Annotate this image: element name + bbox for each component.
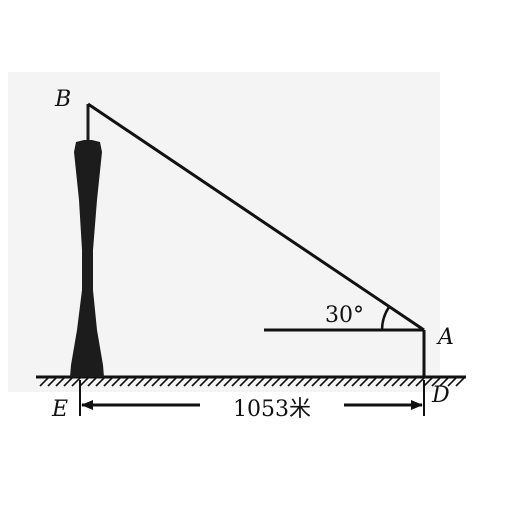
ground-hatching <box>39 377 465 387</box>
hatch-mark <box>311 377 321 387</box>
hatch-mark <box>159 377 169 387</box>
hatch-mark <box>183 377 193 387</box>
hatch-mark <box>39 377 49 387</box>
hatch-mark <box>103 377 113 387</box>
hatch-mark <box>319 377 329 387</box>
angle-arc <box>380 306 391 331</box>
hatch-mark <box>343 377 353 387</box>
ground <box>36 375 466 387</box>
hatch-mark <box>407 377 417 387</box>
hatch-mark <box>47 377 57 387</box>
hatch-mark <box>255 377 265 387</box>
hatch-mark <box>263 377 273 387</box>
hatch-mark <box>247 377 257 387</box>
hatch-mark <box>399 377 409 387</box>
hatch-mark <box>287 377 297 387</box>
hatch-mark <box>191 377 201 387</box>
hatch-mark <box>295 377 305 387</box>
hatch-mark <box>135 377 145 387</box>
hatch-mark <box>359 377 369 387</box>
hatch-mark <box>71 377 81 387</box>
hatch-mark <box>55 377 65 387</box>
hatch-mark <box>303 377 313 387</box>
hatch-mark <box>423 377 433 387</box>
label-point-B: B <box>54 87 71 112</box>
hatch-mark <box>279 377 289 387</box>
distance-label: 1053米 <box>233 397 311 422</box>
hatch-mark <box>143 377 153 387</box>
hatch-mark <box>167 377 177 387</box>
hatch-mark <box>367 377 377 387</box>
hatch-mark <box>87 377 97 387</box>
hatch-mark <box>335 377 345 387</box>
hatch-mark <box>383 377 393 387</box>
hatch-mark <box>351 377 361 387</box>
hatch-mark <box>111 377 121 387</box>
hatch-mark <box>375 377 385 387</box>
label-point-E: E <box>51 397 68 422</box>
hatch-mark <box>455 377 465 387</box>
hatch-mark <box>271 377 281 387</box>
hatch-mark <box>199 377 209 387</box>
hatch-mark <box>215 377 225 387</box>
hatch-mark <box>439 377 449 387</box>
hatch-mark <box>175 377 185 387</box>
label-point-A: A <box>436 325 454 350</box>
tower-body <box>70 140 104 377</box>
hatch-mark <box>231 377 241 387</box>
hatch-mark <box>63 377 73 387</box>
hatch-mark <box>391 377 401 387</box>
angle-label: 30° <box>325 303 364 328</box>
hatch-mark <box>223 377 233 387</box>
label-point-D: D <box>431 383 450 408</box>
hatch-mark <box>431 377 441 387</box>
tower <box>70 104 104 377</box>
hatch-mark <box>127 377 137 387</box>
hatch-mark <box>119 377 129 387</box>
hatch-mark <box>239 377 249 387</box>
hatch-mark <box>415 377 425 387</box>
hatch-mark <box>207 377 217 387</box>
hatch-mark <box>79 377 89 387</box>
sightline-BA <box>87 102 425 332</box>
hatch-mark <box>151 377 161 387</box>
hatch-mark <box>95 377 105 387</box>
hatch-mark <box>447 377 457 387</box>
hatch-mark <box>327 377 337 387</box>
